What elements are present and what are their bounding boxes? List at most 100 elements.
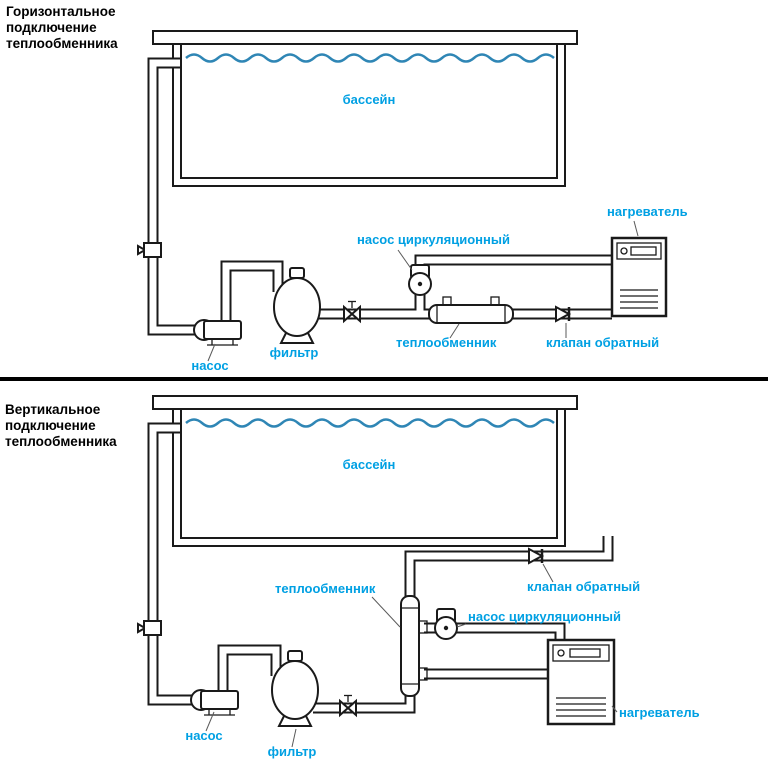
heat-exchanger (400, 595, 428, 697)
check-valve-leader (542, 563, 554, 583)
pump-label: насос (191, 358, 228, 373)
check-valve-label: клапан обратный (527, 579, 640, 594)
heat-exchanger-leader (449, 323, 460, 339)
pump-label: насос (185, 728, 222, 743)
pipe-pump-to-filter-core (222, 262, 282, 324)
valve-body (350, 304, 361, 324)
fitting-nub (137, 622, 148, 634)
title-line-3: теплообменника (6, 36, 118, 51)
fitting-body (143, 242, 162, 258)
filter (271, 650, 319, 727)
heater-leader (611, 705, 618, 713)
pump-leader (207, 343, 216, 362)
heat-exchanger-leader (371, 596, 401, 628)
check-valve-body (528, 547, 545, 565)
circulation-pump-label: насос циркуляционный (468, 609, 621, 624)
heater-cabinet (610, 236, 668, 318)
pool-label: бассейн (343, 92, 396, 107)
pump-leader (205, 711, 215, 732)
heater-display (569, 648, 601, 658)
filter-top-cap (289, 267, 305, 279)
heat-exchanger (428, 296, 514, 324)
pipe-pump-to-filter-core (219, 646, 280, 694)
heat-exchanger-shell (428, 304, 514, 324)
heat-exchanger-shell (400, 595, 420, 697)
title-line-1: Вертикальное (5, 402, 101, 417)
heater (610, 236, 668, 318)
check-valve-body (555, 305, 572, 323)
pump (190, 689, 239, 716)
section-title-vertical: Вертикальное подключение теплообменника (5, 402, 117, 449)
check-valve-label: клапан обратный (546, 335, 659, 350)
vertical-connection-diagram: Вертикальное подключение теплообменника … (5, 395, 700, 759)
pipe-return-to-pool-core (406, 536, 612, 600)
filter-label: фильтр (268, 744, 317, 759)
circulation-pump (434, 608, 458, 640)
left-pipe-fitting (137, 242, 162, 258)
circulation-pump-leader (397, 249, 413, 271)
pool-inner-wall (180, 43, 558, 179)
line-valve (343, 300, 361, 324)
heater-panel (552, 644, 610, 662)
pipe-pool-to-pump-core (149, 59, 205, 334)
section-divider (0, 377, 768, 381)
heater-label: нагреватель (607, 204, 688, 219)
check-valve (528, 547, 545, 565)
circulation-pump-leader (456, 623, 467, 628)
pump-motor-body (200, 690, 239, 710)
pipe-circpump-to-heater-core (424, 624, 564, 642)
fitting-nub (137, 244, 148, 256)
line-valve (339, 694, 357, 718)
heater-panel (616, 242, 662, 260)
title-line-1: Горизонтальное (6, 4, 116, 19)
title-line-2: подключение (5, 418, 96, 433)
filter (273, 267, 321, 344)
circulation-pump-hub (443, 625, 449, 631)
fitting-body (143, 620, 162, 636)
filter-vessel (273, 277, 321, 337)
pipe-filter-to-exchanger-core (313, 694, 414, 712)
title-line-3: теплообменника (5, 434, 117, 449)
water-wave (185, 418, 555, 428)
heater-label: нагреватель (619, 705, 700, 720)
heater-display (630, 246, 657, 256)
water-wave (185, 53, 555, 63)
heat-exchanger-port (442, 296, 452, 306)
pipe-pump-to-filter (220, 260, 284, 324)
filter-vessel (271, 660, 319, 720)
pool-lip (152, 30, 578, 45)
heater (546, 638, 616, 726)
pool: бассейн (152, 395, 578, 547)
pump-motor-body (203, 320, 242, 340)
horizontal-connection-diagram: Горизонтальное подключение теплообменник… (6, 4, 688, 373)
circulation-pump-hub (417, 281, 423, 287)
callouts: теплообменник клапан обратный насос цирк… (185, 563, 700, 759)
pipe-pump-to-filter (217, 644, 282, 694)
circulation-pump-label: насос циркуляционный (357, 232, 510, 247)
filter-top-cap (287, 650, 303, 662)
valve-body (346, 698, 357, 718)
filter-label: фильтр (270, 345, 319, 360)
pump (193, 319, 242, 346)
heat-exchanger-label: теплообменник (275, 581, 376, 596)
valve-body (339, 698, 350, 718)
circulation-pump (408, 264, 432, 296)
pool: бассейн (152, 30, 578, 187)
pool-label: бассейн (343, 457, 396, 472)
section-title-horizontal: Горизонтальное подключение теплообменник… (6, 4, 118, 51)
check-valve (555, 305, 572, 323)
filter-leader (291, 728, 297, 748)
pool-inner-wall (180, 408, 558, 539)
pipe-pool-to-pump-core (149, 424, 202, 704)
left-pipe-fitting (137, 620, 162, 636)
heat-exchanger-label: теплообменник (396, 335, 497, 350)
heater-indicator (620, 247, 628, 255)
heat-exchanger-port (490, 296, 500, 306)
heater-leader (633, 220, 639, 237)
heater-indicator (557, 649, 565, 657)
pool-lip (152, 395, 578, 410)
valve-body (343, 304, 354, 324)
title-line-2: подключение (6, 20, 97, 35)
